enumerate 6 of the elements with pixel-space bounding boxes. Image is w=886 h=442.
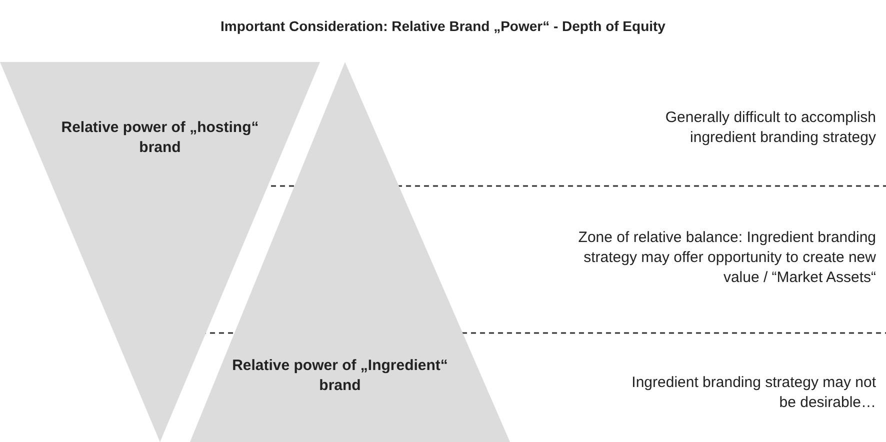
note-text: Ingredient branding strategy may not be desirable… bbox=[630, 373, 876, 413]
note-text: Zone of relative balance: Ingredient branding strategy may offer opportunity to create new value / “Market Assets“ bbox=[577, 228, 876, 288]
note-text: Generally difficult to accomplish ingredient branding strategy bbox=[664, 108, 876, 148]
node-text: Relative power of „hosting“ brand bbox=[60, 118, 260, 158]
node-text: Relative power of „Ingredient“ brand bbox=[231, 356, 449, 396]
title: Important Consideration: Relative Brand „Power“ - Depth of Equity bbox=[220, 18, 666, 34]
